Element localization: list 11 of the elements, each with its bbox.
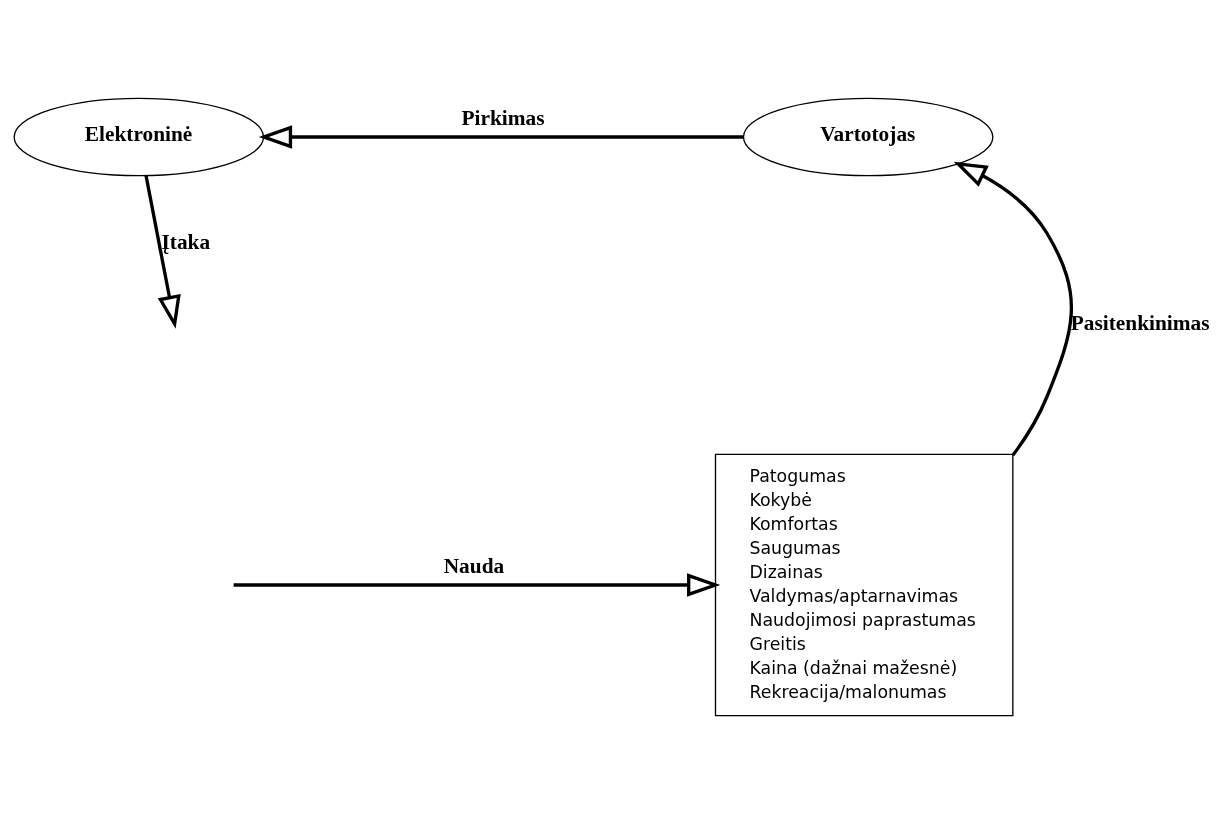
edge-label: Pasitenkinimas xyxy=(1070,310,1210,335)
arrow xyxy=(144,174,181,329)
edge-label: Įtaka xyxy=(161,229,211,254)
node-ellipse: Vartotojas xyxy=(742,97,994,176)
node-ellipse: Elektroninė xyxy=(13,97,265,176)
arrow xyxy=(233,572,721,597)
node-box: Patogumas Kokybė Komfortas Saugumas Dizainas Valdymas/aptarnavimas Naudojimosi paprastumas Greitis Kaina (dažnai mažesnė) Rekreacija/malonumas xyxy=(714,453,1014,716)
arrow xyxy=(258,124,744,149)
edge-label: Nauda xyxy=(443,553,505,578)
edge-label: Pirkimas xyxy=(461,105,545,130)
arrow xyxy=(953,161,1073,456)
